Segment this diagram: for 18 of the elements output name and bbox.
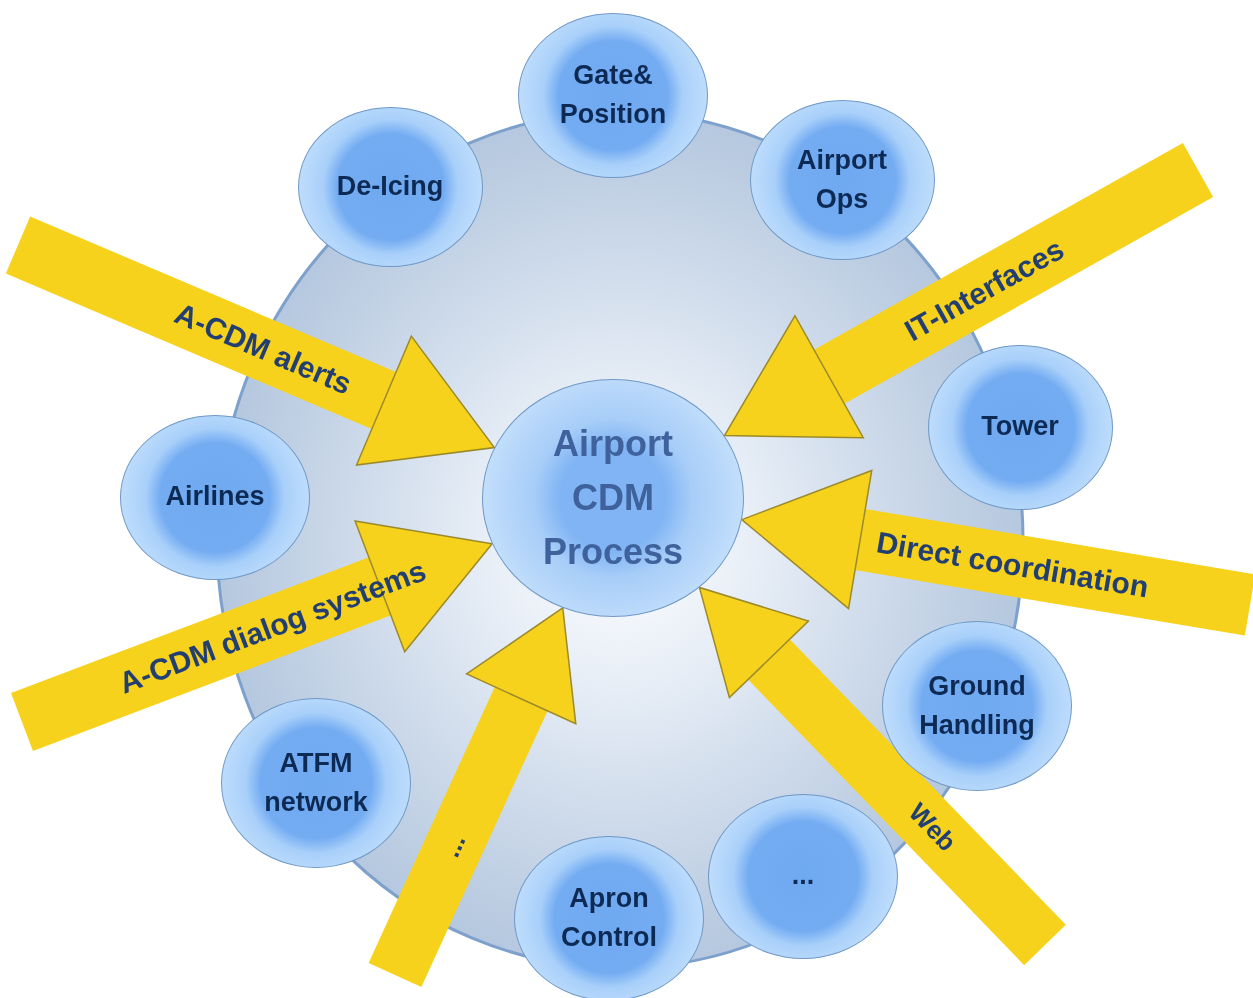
- block-arrow: [5, 216, 496, 466]
- block-arrow: [741, 469, 1253, 636]
- arrow-label: Direct coordination: [873, 525, 1151, 605]
- block-arrow: [723, 142, 1214, 439]
- block-arrow: [11, 520, 493, 751]
- role-label: Apron Control: [560, 881, 658, 954]
- process-title: Airport CDM Process: [541, 422, 685, 574]
- role-label: Gate& Position: [558, 58, 668, 131]
- role-label: ...: [790, 859, 816, 893]
- role-label: Tower: [980, 410, 1060, 444]
- role-label: ATFM network: [263, 746, 369, 819]
- role-label: Airlines: [164, 480, 266, 514]
- role-label: Airport Ops: [796, 143, 888, 216]
- role-label: Ground Handling: [918, 669, 1036, 742]
- role-label: De-Icing: [335, 170, 445, 204]
- block-arrow: [368, 607, 577, 988]
- arrow-label: ...: [435, 828, 473, 862]
- block-arrow: [698, 586, 1066, 966]
